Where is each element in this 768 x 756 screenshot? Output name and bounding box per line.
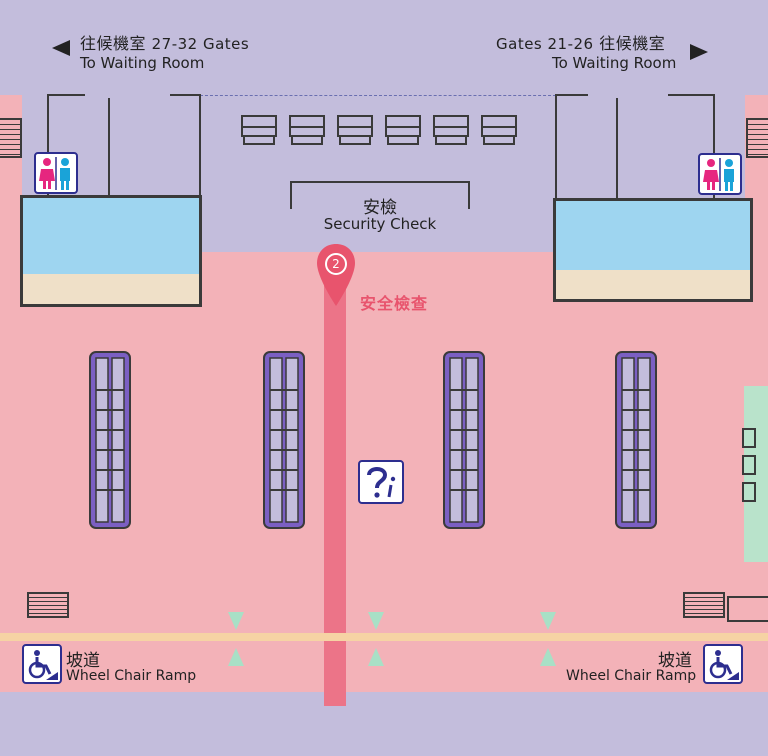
stairs-icon: [27, 592, 69, 618]
green-zone-seat: [742, 482, 756, 502]
security-lane: [481, 115, 517, 145]
escalator-icon: [89, 351, 131, 529]
restroom-icon[interactable]: [698, 153, 742, 195]
right-edge-stairs: [746, 118, 768, 158]
gates-right-numbers: Gates 21-26: [496, 35, 594, 53]
security-label-zh: 安檢: [363, 198, 397, 218]
security-lane: [337, 115, 373, 145]
ramp-strip: [0, 633, 768, 641]
security-lane: [241, 115, 277, 145]
restroom-icon[interactable]: [34, 152, 78, 194]
information-glyph: [367, 467, 396, 498]
escalator-icon: [263, 351, 305, 529]
gates-left-zh: 往候機室: [80, 34, 147, 53]
security-lane: [289, 115, 325, 145]
gates-left-en: To Waiting Room: [80, 54, 205, 72]
gates-left-numbers: 27-32 Gates: [151, 35, 250, 53]
right-pool: [556, 201, 750, 270]
arrow-right-icon: [690, 44, 708, 60]
gates-right-en: To Waiting Room: [552, 54, 677, 72]
left-edge-stairs: [0, 118, 22, 158]
ramp-marker: [368, 612, 384, 666]
right-room-divider: [616, 94, 618, 200]
left-pool: [23, 198, 199, 274]
ramp-marker: [540, 612, 556, 666]
ramp-left-en: Wheel Chair Ramp: [66, 668, 197, 684]
stairs-icon: [683, 592, 725, 618]
location-pin-icon[interactable]: 2: [315, 242, 357, 312]
right-door-gap: [588, 92, 668, 98]
restroom-figures: [703, 158, 734, 191]
wheelchair-icon[interactable]: [22, 644, 62, 684]
security-label-en: Security Check: [323, 215, 437, 233]
ramp-right-en: Wheel Chair Ramp: [566, 668, 697, 684]
security-lane: [385, 115, 421, 145]
escalator-icon: [615, 351, 657, 529]
right-pool-floor: [556, 270, 750, 299]
left-door-gap: [85, 92, 170, 98]
ramp-right-zh: 坡道: [658, 651, 692, 671]
pin-label: 安全檢查: [360, 294, 429, 313]
green-zone-seat: [742, 428, 756, 448]
route-line: [324, 258, 346, 706]
left-room-divider: [108, 94, 110, 198]
pin-number: 2: [332, 257, 340, 271]
green-zone-seat: [742, 455, 756, 475]
right-bottom-box: [727, 596, 768, 622]
arrow-left-icon: [52, 40, 70, 56]
gates-right-zh: 往候機室: [599, 34, 666, 53]
left-pool-floor: [23, 274, 199, 304]
ramp-left-zh: 坡道: [66, 651, 100, 671]
restroom-figures: [39, 157, 70, 190]
ramp-marker: [228, 612, 244, 666]
right-room-outline: [555, 94, 715, 200]
security-lane: [433, 115, 469, 145]
security-bracket: [290, 181, 470, 209]
corridor-dashed-line: [200, 95, 556, 96]
information-icon[interactable]: [358, 460, 404, 504]
escalator-icon: [443, 351, 485, 529]
wheelchair-icon[interactable]: [703, 644, 743, 684]
